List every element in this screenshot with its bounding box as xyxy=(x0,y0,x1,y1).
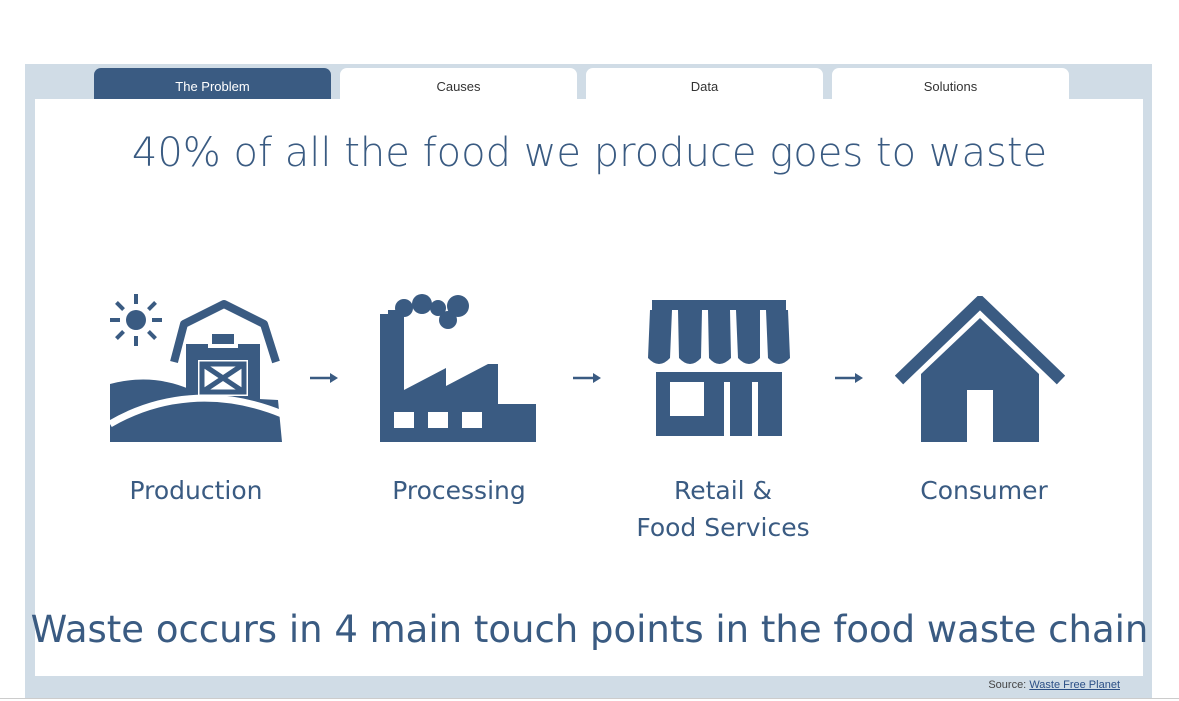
factory-icon xyxy=(380,294,536,442)
stage-label-processing: Processing xyxy=(392,476,526,505)
source-prefix: Source: xyxy=(988,679,1027,691)
stage-label-consumer: Consumer xyxy=(920,476,1048,505)
arrow-right-icon xyxy=(310,373,338,383)
source-note: Source: Waste Free Planet xyxy=(988,679,1120,691)
stage-label-retail: Retail & Food Services xyxy=(636,476,810,542)
arrow-right-icon xyxy=(573,373,601,383)
source-link[interactable]: Waste Free Planet xyxy=(1029,679,1120,691)
tab-causes[interactable]: Causes xyxy=(340,68,577,99)
store-icon xyxy=(648,300,790,436)
summary-text: Waste occurs in 4 main touch points in t… xyxy=(30,608,1149,651)
page-headline: 40% of all the food we produce goes to w… xyxy=(131,130,1048,176)
tab-data[interactable]: Data xyxy=(586,68,823,99)
farm-barn-icon xyxy=(108,294,284,442)
stage-label-production: Production xyxy=(129,476,263,505)
divider xyxy=(0,698,1179,699)
house-icon xyxy=(895,296,1065,442)
tab-solutions[interactable]: Solutions xyxy=(832,68,1069,99)
arrow-right-icon xyxy=(835,373,863,383)
tab-the-problem[interactable]: The Problem xyxy=(94,68,331,99)
